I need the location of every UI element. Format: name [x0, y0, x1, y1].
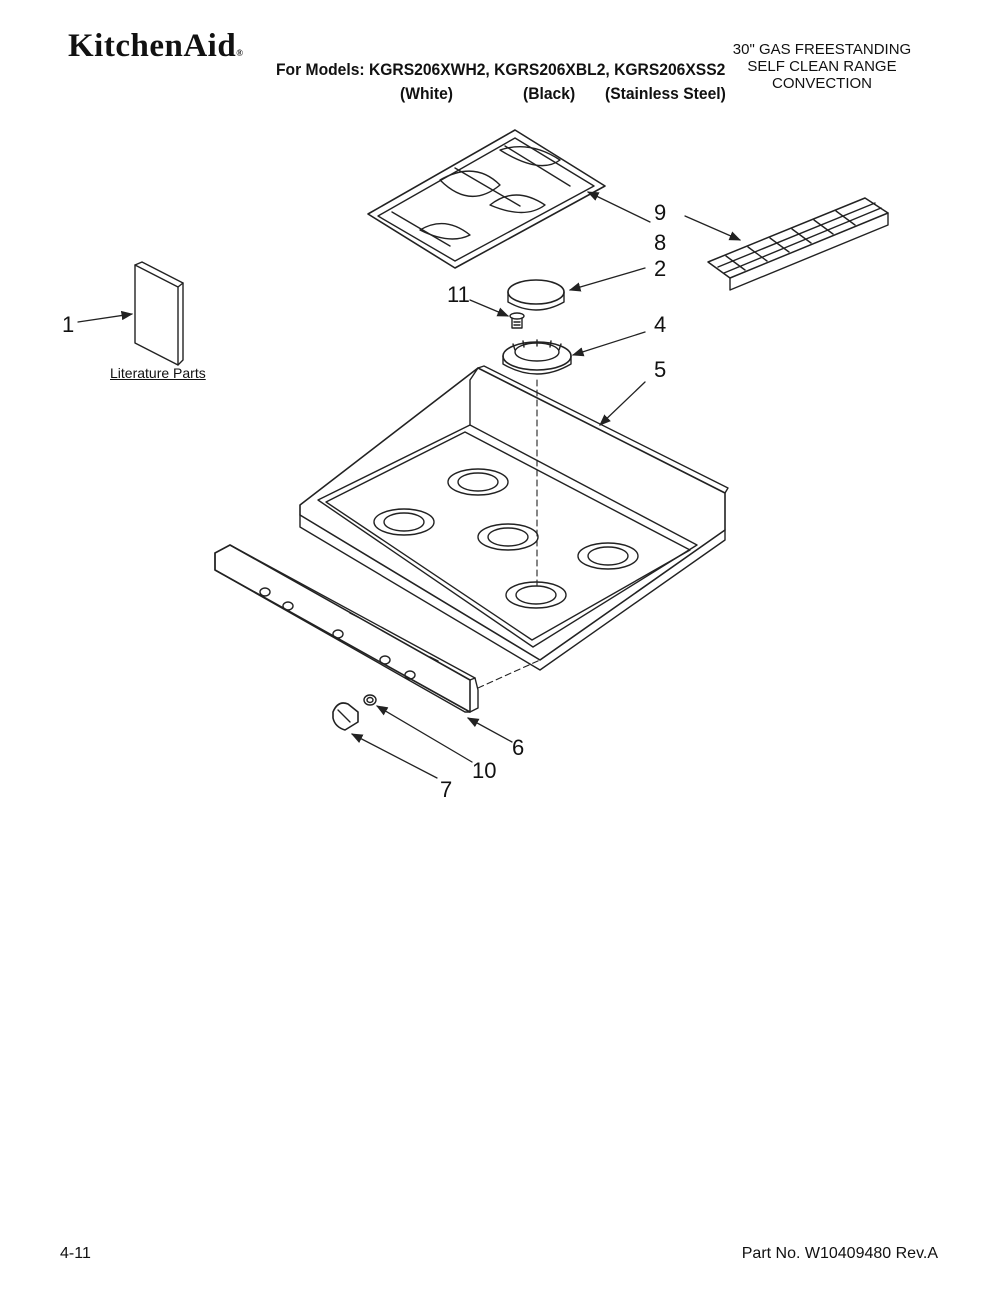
product-description: 30" GAS FREESTANDING SELF CLEAN RANGE CO…	[712, 41, 932, 92]
burner-grate	[367, 129, 606, 269]
callout-1: 1	[62, 312, 74, 337]
registered-mark: ®	[236, 48, 244, 58]
panel-alignment-line	[477, 659, 541, 689]
control-knob	[332, 702, 359, 731]
burner-cap	[507, 279, 565, 311]
brand-logo: KitchenAid®	[68, 28, 243, 65]
callout-5: 5	[654, 357, 666, 382]
leader-arrows	[77, 191, 742, 779]
callout-2: 2	[654, 256, 666, 281]
literature-parts-booklet	[134, 261, 184, 366]
burner-base	[502, 339, 572, 375]
callout-10: 10	[472, 758, 496, 783]
knob-bezel	[363, 694, 377, 706]
variant-stainless: (Stainless Steel)	[605, 84, 726, 103]
callout-6: 6	[512, 735, 524, 760]
callout-8: 8	[654, 230, 666, 255]
literature-parts-caption: Literature Parts	[110, 365, 206, 381]
control-panel	[214, 544, 479, 713]
callout-7: 7	[440, 777, 452, 802]
product-line-2: SELF CLEAN RANGE	[747, 58, 897, 75]
product-line-3: CONVECTION	[771, 75, 872, 92]
callout-9: 9	[654, 200, 666, 225]
part-number: Part No. W10409480 Rev.A	[741, 1245, 938, 1262]
callout-11: 11	[447, 282, 470, 307]
cooktop	[299, 365, 729, 671]
callout-4: 4	[654, 312, 666, 337]
brand-name: KitchenAid	[68, 28, 237, 64]
grate-insert	[707, 197, 889, 291]
callout-labels: 1 2 4 5 6 7 8 9 10 11	[62, 200, 666, 802]
models-line: For Models: KGRS206XWH2, KGRS206XBL2, KG…	[276, 60, 726, 79]
page-code: 4-11	[60, 1245, 91, 1262]
variant-black: (Black)	[523, 84, 576, 103]
screw	[509, 312, 525, 329]
product-line-1: 30" GAS FREESTANDING	[732, 41, 912, 58]
variant-white: (White)	[400, 84, 453, 103]
